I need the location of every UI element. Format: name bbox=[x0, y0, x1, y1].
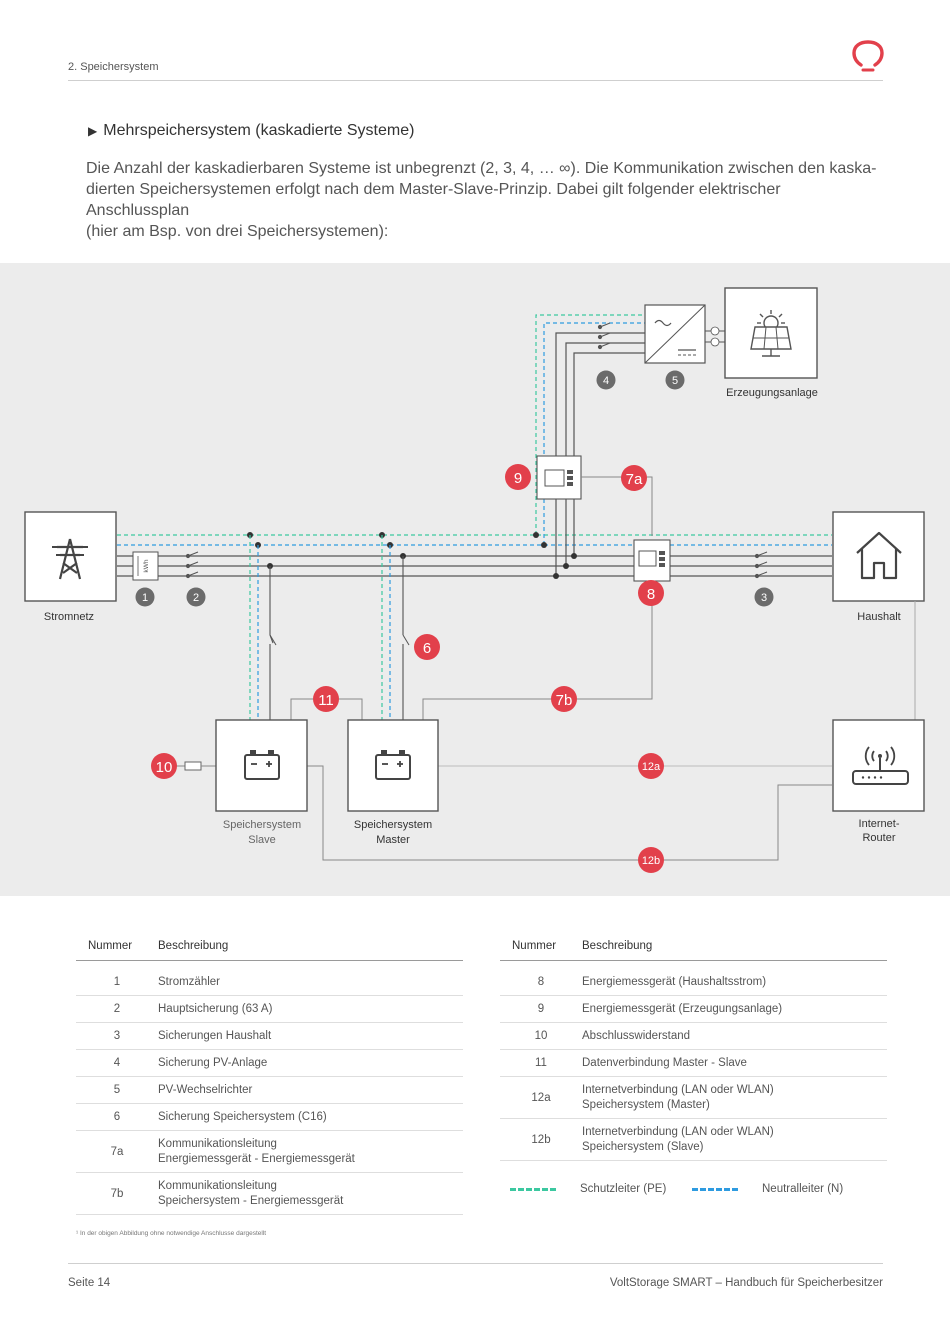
energy-meter-8-icon bbox=[633, 539, 671, 582]
router-icon bbox=[832, 719, 925, 812]
marker-3: 3 bbox=[754, 587, 774, 607]
column-header-description: Beschreibung bbox=[158, 939, 229, 952]
marker-9: 9 bbox=[505, 464, 531, 490]
column-header-description: Beschreibung bbox=[582, 939, 653, 952]
stromnetz-label: Stromnetz bbox=[44, 611, 94, 623]
svg-text:1: 1 bbox=[142, 592, 148, 604]
router-label-1: Internet- bbox=[859, 818, 900, 830]
svg-text:7b: 7b bbox=[556, 692, 573, 709]
section-title: 2. Speichersystem bbox=[68, 61, 159, 73]
page-header: 2. Speichersystem bbox=[68, 57, 883, 81]
legend-n: Neutralleiter (N) bbox=[692, 1183, 843, 1195]
intro-line: dierten Speichersystemen erfolgt nach de… bbox=[86, 181, 781, 219]
svg-text:11: 11 bbox=[318, 692, 334, 709]
column-header-number: Nummer bbox=[88, 940, 133, 952]
battery-master-icon bbox=[347, 719, 439, 812]
table-header: Nummer Beschreibung bbox=[500, 932, 887, 961]
triangle-bullet-icon: ▶ bbox=[88, 124, 98, 138]
svg-text:12a: 12a bbox=[642, 761, 661, 773]
marker-11: 11 bbox=[313, 686, 339, 712]
footnote: ¹ In der obigen Abbildung ohne notwendig… bbox=[76, 1230, 267, 1237]
wiring-diagram: Erzeugungsanlage Stromnetz kWh bbox=[0, 263, 950, 896]
marker-2: 2 bbox=[186, 587, 206, 607]
intro-paragraph: Die Anzahl der kaskadierbaren Systeme is… bbox=[86, 158, 886, 242]
marker-12a: 12a bbox=[638, 753, 664, 779]
marker-7b: 7b bbox=[551, 686, 577, 712]
slave-label-2: Slave bbox=[248, 834, 276, 846]
energy-meter-9-icon bbox=[536, 455, 582, 500]
kwh-meter-icon bbox=[132, 551, 159, 581]
page-footer: Seite 14 VoltStorage SMART – Handbuch fü… bbox=[68, 1263, 883, 1289]
n-dash-icon bbox=[692, 1187, 738, 1191]
svg-text:12b: 12b bbox=[642, 855, 660, 867]
pv-fuses bbox=[597, 322, 611, 350]
column-header-number: Nummer bbox=[512, 940, 557, 952]
solar-panel-icon bbox=[724, 287, 818, 379]
marker-1: 1 bbox=[135, 587, 155, 607]
haushalt-label: Haushalt bbox=[857, 611, 900, 623]
svg-text:9: 9 bbox=[514, 470, 522, 487]
svg-text:8: 8 bbox=[647, 586, 655, 603]
marker-8: 8 bbox=[638, 580, 664, 606]
svg-text:6: 6 bbox=[423, 640, 431, 657]
pv-inverter-icon bbox=[644, 304, 706, 364]
svg-text:2: 2 bbox=[193, 592, 199, 604]
marker-4: 4 bbox=[596, 370, 616, 390]
house-icon bbox=[832, 511, 925, 602]
household-fuses bbox=[754, 551, 768, 579]
svg-text:4: 4 bbox=[603, 375, 609, 387]
pv-branch bbox=[535, 314, 645, 576]
marker-12b: 12b bbox=[638, 847, 664, 873]
junction-dots bbox=[247, 532, 577, 579]
slave-label-1: Speichersystem bbox=[223, 819, 301, 831]
intro-line: Die Anzahl der kaskadierbaren Systeme is… bbox=[86, 160, 877, 177]
router-label-2: Router bbox=[862, 832, 895, 844]
intro-line: (hier am Bsp. von drei Speichersystemen)… bbox=[86, 223, 389, 240]
bulb-logo-icon bbox=[852, 40, 884, 72]
legend-pe: Schutzleiter (PE) bbox=[510, 1183, 666, 1195]
terminator-icon bbox=[184, 761, 202, 771]
page-number: Seite 14 bbox=[68, 1277, 111, 1289]
pe-dash-icon bbox=[510, 1187, 556, 1191]
kwh-label: kWh bbox=[143, 559, 150, 572]
main-bus-lines bbox=[117, 555, 832, 577]
main-fuses bbox=[185, 551, 199, 579]
svg-text:3: 3 bbox=[761, 592, 767, 604]
svg-text:7a: 7a bbox=[626, 471, 643, 488]
marker-6: 6 bbox=[414, 634, 440, 660]
svg-text:5: 5 bbox=[672, 375, 678, 387]
marker-5: 5 bbox=[665, 370, 685, 390]
marker-10: 10 bbox=[151, 753, 177, 779]
master-label-2: Master bbox=[376, 834, 410, 846]
subheading: ▶Mehrspeichersystem (kaskadierte Systeme… bbox=[88, 122, 415, 139]
svg-text:10: 10 bbox=[156, 759, 173, 776]
document-title: VoltStorage SMART – Handbuch für Speiche… bbox=[609, 1277, 883, 1289]
master-label-1: Speichersystem bbox=[354, 819, 432, 831]
marker-7a: 7a bbox=[621, 465, 647, 491]
power-pylon-icon bbox=[24, 511, 117, 602]
erzeugung-label: Erzeugungsanlage bbox=[726, 387, 818, 399]
wiring-diagram-svg: Erzeugungsanlage Stromnetz kWh bbox=[24, 287, 925, 873]
battery-slave-icon bbox=[215, 719, 308, 812]
table-header: Nummer Beschreibung bbox=[76, 932, 463, 961]
